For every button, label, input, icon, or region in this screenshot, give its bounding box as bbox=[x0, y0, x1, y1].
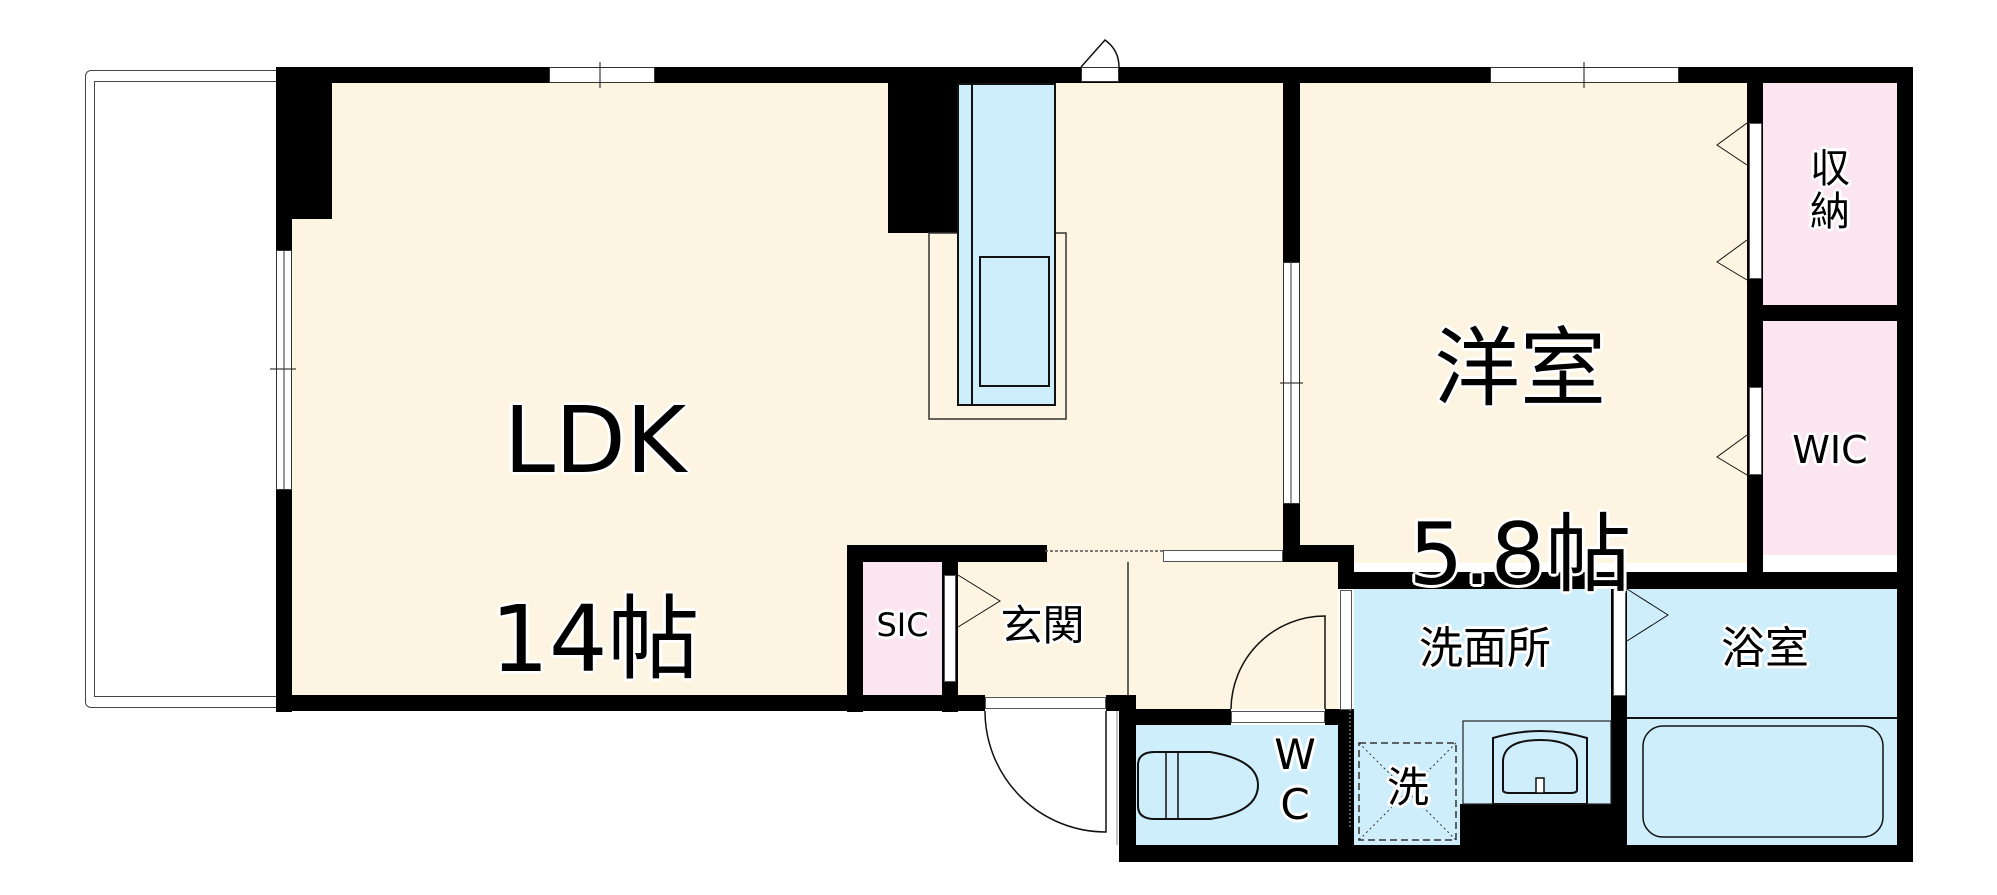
wall-closet-divider bbox=[1747, 305, 1913, 321]
door-hall-ldk[interactable] bbox=[1163, 550, 1283, 562]
wall-right bbox=[1897, 67, 1913, 862]
ldk-name: LDK bbox=[503, 387, 687, 495]
ldk-size: 14帖 bbox=[490, 586, 700, 694]
vent-top bbox=[1081, 67, 1119, 82]
wall-wc-top bbox=[1119, 709, 1231, 725]
toilet-label: W C bbox=[1274, 730, 1316, 830]
washer-label: 洗 bbox=[1386, 763, 1429, 812]
entrance-label: 玄関 bbox=[1000, 601, 1085, 650]
ldk-label: LDK 14帖 bbox=[470, 292, 720, 689]
wall-bedroom-bottom bbox=[1283, 545, 1354, 562]
wall-sic-top bbox=[847, 545, 1047, 562]
wall-sic-left bbox=[847, 545, 863, 712]
balcony bbox=[85, 70, 280, 708]
door-sic[interactable] bbox=[944, 575, 956, 682]
washroom-label: 洗面所 bbox=[1419, 623, 1551, 674]
wall-entrance-bottom bbox=[847, 695, 985, 711]
wic-label: WIC bbox=[1792, 428, 1868, 472]
storage-label: 収 納 bbox=[1810, 146, 1850, 236]
wic-closet bbox=[1763, 321, 1897, 555]
storage-closet bbox=[1763, 83, 1897, 305]
bedroom-size: 5.8帖 bbox=[1408, 504, 1632, 605]
door-bathroom[interactable] bbox=[1613, 589, 1626, 696]
wall-bedroom-bottom-right bbox=[1338, 572, 1913, 589]
entrance-area bbox=[958, 562, 1338, 709]
bedroom-name: 洋室 bbox=[1434, 318, 1606, 419]
bedroom-room bbox=[1300, 83, 1748, 563]
door-wc[interactable] bbox=[1231, 711, 1325, 723]
vanity-base bbox=[1460, 804, 1611, 845]
wall-wc-left bbox=[1119, 695, 1136, 861]
door-wic[interactable] bbox=[1749, 387, 1762, 475]
wall-bottom bbox=[1119, 845, 1913, 862]
kitchen-column bbox=[888, 67, 958, 233]
bathroom-label: 浴室 bbox=[1721, 623, 1809, 674]
bedroom-label: 洋室 5.8帖 bbox=[1400, 230, 1640, 602]
window-ldk-top bbox=[549, 67, 655, 83]
sic-closet bbox=[863, 562, 942, 695]
wall-ldk-bottom bbox=[276, 695, 856, 711]
sic-label: SIC bbox=[876, 606, 929, 644]
door-storage[interactable] bbox=[1749, 123, 1762, 279]
door-washroom[interactable] bbox=[1340, 590, 1352, 710]
front-door[interactable] bbox=[985, 697, 1106, 709]
